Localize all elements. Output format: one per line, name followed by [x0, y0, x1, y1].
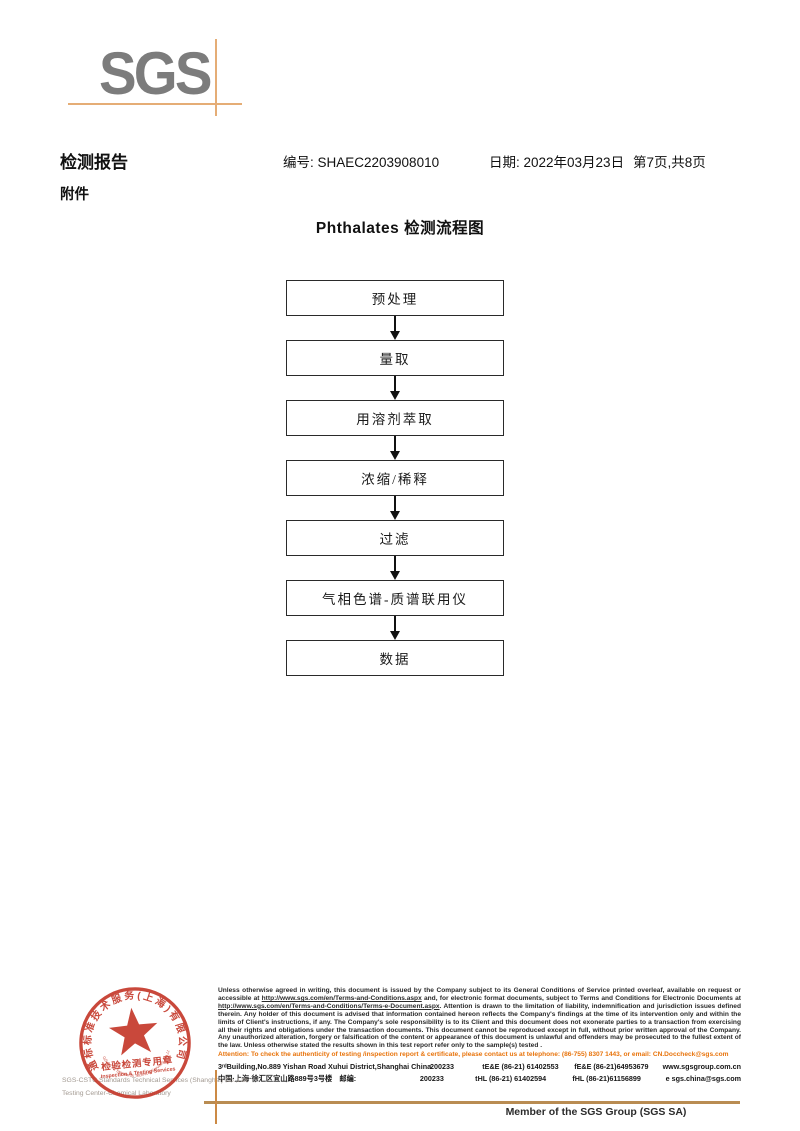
footer-text-block: Unless otherwise agreed in writing, this… — [218, 987, 741, 1084]
address-en: 3ʳᵈBuilding,No.889 Yishan Road Xuhui Dis… — [218, 1062, 432, 1072]
email-address: e sgs.china@sgs.com — [665, 1074, 741, 1084]
flow-arrow-down-icon — [286, 316, 504, 340]
flow-arrow-down-icon — [286, 376, 504, 400]
inspection-seal-stamp-icon: 通标标准技术服务(上海)有限公司 检验检测专用章 Inspection & Te… — [70, 978, 191, 1099]
flow-step-concentrate-dilute: 浓缩/稀释 — [286, 460, 504, 496]
flow-step-gcms: 气相色谱-质谱联用仪 — [286, 580, 504, 616]
e-document-terms-url: http://www.sgs.com/en/Terms-and-Conditio… — [218, 1002, 440, 1010]
fax-ee: fE&E (86-21)64953679 — [574, 1062, 649, 1072]
sgs-logo: SGS — [99, 40, 212, 107]
logo-crosshair-vertical — [215, 39, 217, 116]
attachment-label: 附件 — [60, 187, 89, 203]
address-row-en: 3ʳᵈBuilding,No.889 Yishan Road Xuhui Dis… — [218, 1062, 741, 1071]
phone-ee: tE&E (86-21) 61402553 — [482, 1062, 559, 1072]
footer-rule — [204, 1101, 740, 1104]
report-title: 检测报告 — [60, 153, 128, 172]
sgs-member-note: Member of the SGS Group (SGS SA) — [505, 1106, 687, 1118]
address-row-cn: 中国·上海·徐汇区宜山路889号3号楼 邮编: 200233 tHL (86-2… — [218, 1074, 741, 1084]
doccheck-email: CN.Doccheck@sgs.com — [652, 1051, 729, 1059]
flow-arrow-down-icon — [286, 616, 504, 640]
legal-disclaimer: Unless otherwise agreed in writing, this… — [218, 987, 741, 1050]
terms-url: http://www.sgs.com/en/Terms-and-Conditio… — [261, 994, 422, 1002]
footer-crosshair-vertical — [215, 1070, 217, 1124]
address-cn: 中国·上海·徐汇区宜山路889号3号楼 邮编: — [218, 1074, 357, 1084]
report-date: 日期: 2022年03月23日 — [489, 155, 625, 170]
footer-company-name: SGS-CSTC Standards Technical Services (S… — [62, 1077, 249, 1084]
flow-step-solvent-extraction: 用溶剂萃取 — [286, 400, 504, 436]
logo-crosshair-horizontal — [68, 103, 242, 105]
flow-step-pretreatment: 预处理 — [286, 280, 504, 316]
seal-star-icon — [108, 1007, 158, 1056]
flow-step-filter: 过滤 — [286, 520, 504, 556]
flow-arrow-down-icon — [286, 556, 504, 580]
flow-arrow-down-icon — [286, 436, 504, 460]
flow-arrow-down-icon — [286, 496, 504, 520]
attention-notice: Attention: To check the authenticity of … — [218, 1051, 729, 1059]
postal-code: 200233 — [430, 1062, 454, 1072]
flowchart-title: Phthalates 检测流程图 — [315, 220, 485, 237]
flowchart: 预处理 量取 用溶剂萃取 浓缩/稀释 过滤 气相色谱-质谱联用仪 数据 — [286, 280, 504, 676]
website-url: www.sgsgroup.com.cn — [662, 1062, 741, 1072]
page-indicator: 第7页,共8页 — [633, 155, 706, 170]
phone-hl: tHL (86-21) 61402594 — [475, 1074, 547, 1084]
report-number: 编号: SHAEC2203908010 — [283, 155, 440, 170]
flow-step-data: 数据 — [286, 640, 504, 676]
postal-code-cn: 200233 — [419, 1074, 444, 1084]
fax-hl: fHL (86-21)61156899 — [572, 1074, 641, 1084]
flow-step-measure: 量取 — [286, 340, 504, 376]
